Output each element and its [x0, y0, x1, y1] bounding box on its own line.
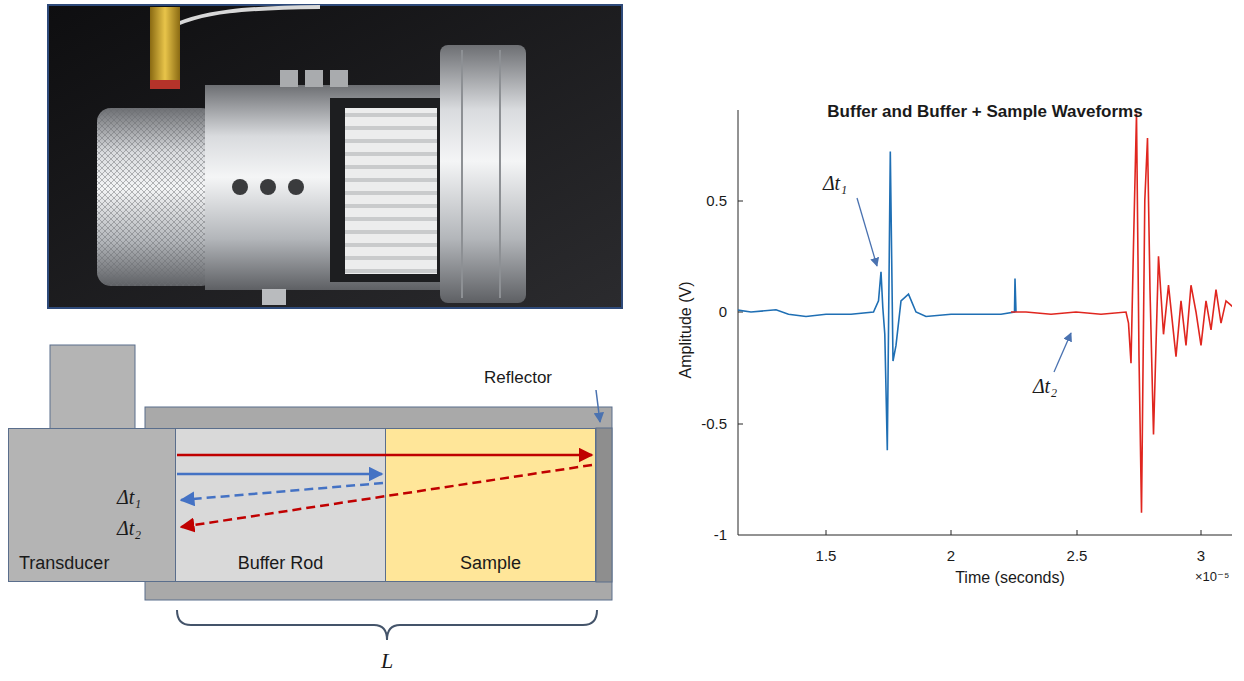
- photo: [48, 5, 622, 308]
- photo: [165, 7, 320, 30]
- photo: [97, 108, 215, 286]
- tick-label: 3: [1197, 547, 1205, 564]
- pulse-path: [177, 455, 592, 527]
- chart-axes: [738, 535, 1232, 536]
- leader-line: [1054, 333, 1071, 372]
- photo: [48, 5, 622, 308]
- waveform: [738, 114, 1232, 513]
- axis-title: Amplitude (V): [677, 282, 695, 379]
- axis-exponent: ×10⁻⁵: [1195, 570, 1229, 585]
- time-label: Δt₂: [117, 517, 141, 540]
- axis-title: Time (seconds): [955, 569, 1065, 587]
- housing: [596, 428, 612, 582]
- leader-line: [857, 198, 877, 266]
- sample-box: Sample: [385, 428, 596, 582]
- tick-label: 0: [719, 303, 727, 320]
- photo: [260, 179, 276, 195]
- buffer-rod-box: Buffer Rod: [175, 428, 386, 582]
- chart-axes: [738, 201, 1201, 535]
- photo: [150, 80, 180, 89]
- chart-title: Buffer and Buffer + Sample Waveforms: [827, 102, 1142, 122]
- part-label: Sample: [460, 553, 521, 575]
- chart-axes: [738, 110, 1232, 535]
- housing: [145, 407, 612, 600]
- photo: [345, 108, 437, 274]
- length-bracket: [177, 610, 597, 640]
- photo: [499, 50, 501, 298]
- tick-label: 1.5: [816, 547, 837, 564]
- photo: [440, 45, 526, 303]
- photo: [150, 7, 180, 85]
- time-label: Δt₂: [1033, 375, 1057, 398]
- photo: [280, 70, 298, 87]
- tick-label: -1: [714, 526, 727, 543]
- housing: [50, 345, 135, 431]
- tick-label: -0.5: [701, 415, 727, 432]
- part-label: Transducer: [19, 553, 109, 575]
- leader-line: [596, 390, 600, 422]
- chart-axes: [738, 110, 739, 535]
- photo: [288, 179, 304, 195]
- photo: [305, 70, 323, 87]
- time-label: Δt₁: [823, 172, 847, 195]
- pulse-path: [177, 454, 592, 457]
- tick-label: 2.5: [1067, 547, 1088, 564]
- transducer-box: Transducer: [8, 428, 176, 582]
- pulse-path: [181, 483, 383, 500]
- time-label: Δt₁: [117, 486, 141, 509]
- tick-label: 0.5: [706, 192, 727, 209]
- photo: [232, 179, 248, 195]
- length-bracket: [177, 610, 597, 640]
- photo: [461, 50, 463, 298]
- part-label: Buffer Rod: [238, 553, 324, 575]
- waveform: [738, 151, 1016, 450]
- photo: [262, 289, 286, 305]
- waveform: [1011, 114, 1232, 513]
- photo: [97, 108, 215, 286]
- photo: [205, 85, 455, 290]
- leader-line: [857, 198, 1071, 372]
- photo: [330, 98, 448, 282]
- photo: [330, 70, 348, 87]
- tick-label: 2: [947, 547, 955, 564]
- pulse-path: [181, 465, 592, 527]
- part-label: Reflector: [484, 368, 552, 388]
- leader-line: [596, 390, 600, 422]
- dimension-label: L: [381, 648, 393, 673]
- pulse-path: [177, 473, 382, 476]
